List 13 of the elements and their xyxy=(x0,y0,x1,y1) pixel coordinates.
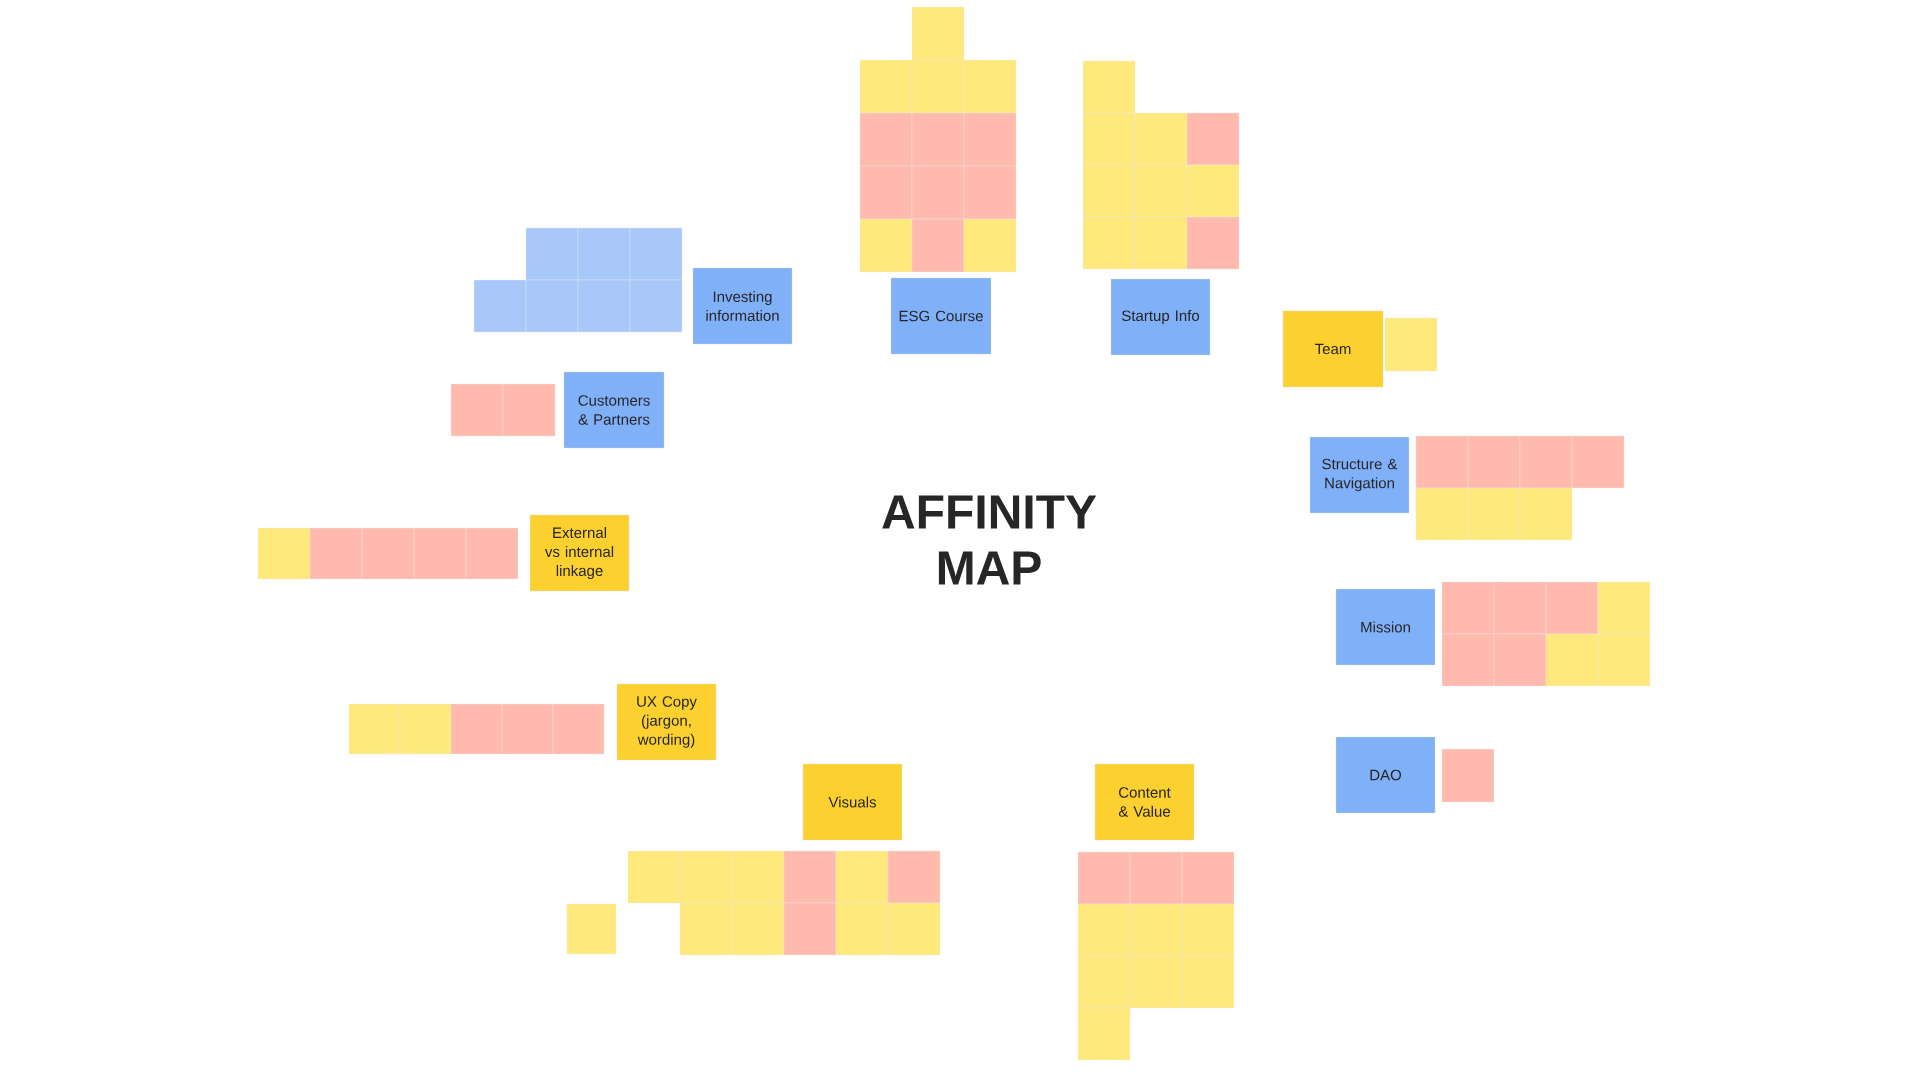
category-box: External vs internal linkage xyxy=(529,514,630,592)
category-box: Investing information xyxy=(692,267,793,345)
category-box: Customers & Partners xyxy=(563,371,665,449)
category-box: Mission xyxy=(1335,588,1436,666)
category-box: Content & Value xyxy=(1094,763,1195,841)
title: AFFINITY MAP xyxy=(882,495,1097,585)
category-box: Visuals xyxy=(802,763,903,841)
category-box: ESG Course xyxy=(890,277,992,355)
category-box: Startup Info xyxy=(1110,278,1211,356)
category-box: UX Copy (jargon, wording) xyxy=(616,683,717,761)
category-box: Team xyxy=(1282,310,1384,388)
category-box: Structure & Navigation xyxy=(1309,436,1410,514)
category-box: DAO xyxy=(1335,736,1436,814)
